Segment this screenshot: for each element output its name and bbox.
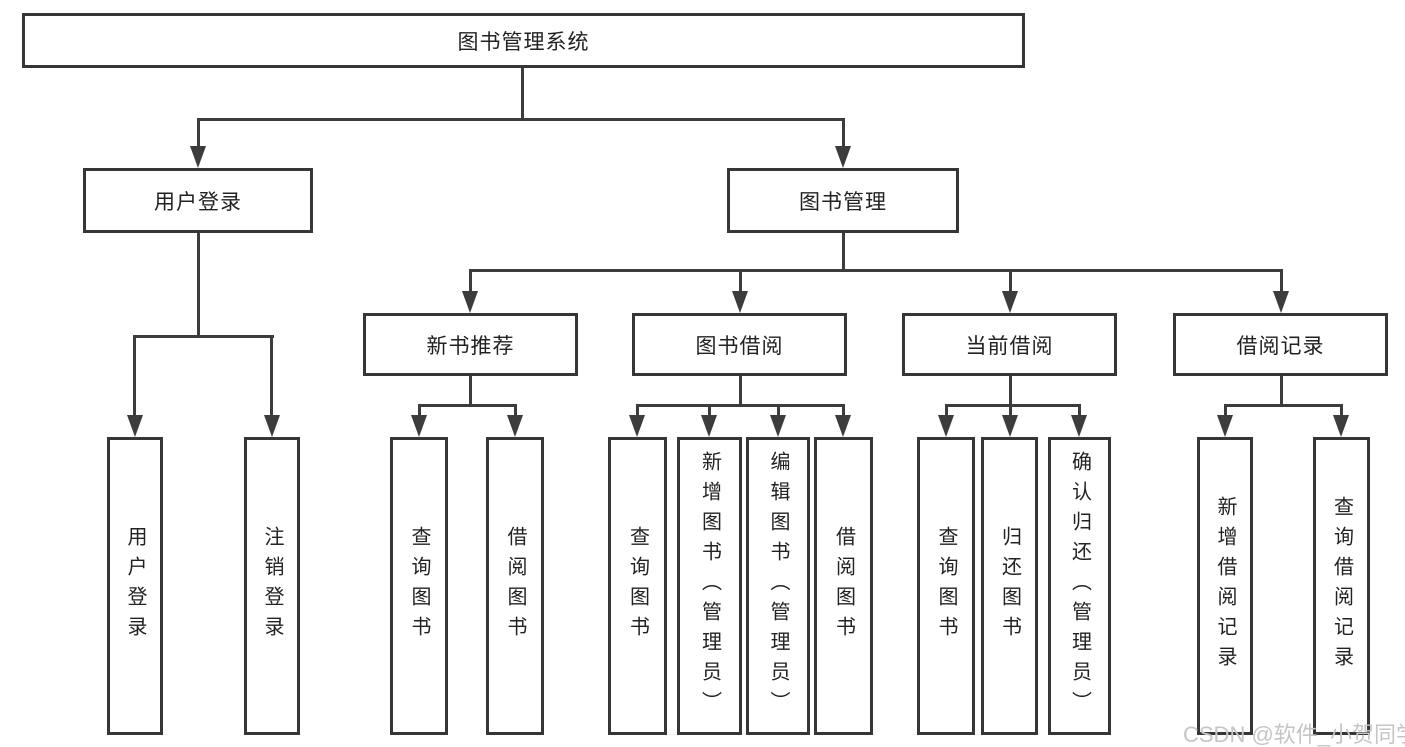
- leaf-user-login: 用户登录: [107, 437, 163, 735]
- connector-line: [708, 404, 711, 417]
- connector-line: [1340, 404, 1343, 417]
- leaf-logout-label: 注销登录: [261, 526, 283, 646]
- connector-line: [842, 118, 845, 148]
- arrowhead-down: [835, 146, 851, 168]
- leaf-edit-book-admin: 编辑图书（管理员）: [746, 437, 810, 735]
- arrowhead-down: [701, 415, 717, 437]
- arrowhead-down: [411, 415, 427, 437]
- leaf-user-login-label: 用户登录: [124, 526, 146, 646]
- branch-book-management: 图书管理: [727, 168, 959, 233]
- connector-line: [1280, 376, 1283, 406]
- leaf-query-book-borrow-label: 查询图书: [626, 526, 649, 646]
- leaf-query-book-recommend-label: 查询图书: [408, 526, 430, 646]
- connector-line: [1280, 269, 1283, 293]
- arrowhead-down: [190, 146, 206, 168]
- connector-line: [945, 404, 1081, 407]
- arrowhead-down: [770, 415, 786, 437]
- branch-book-management-label: 图书管理: [799, 190, 887, 214]
- connector-line: [777, 404, 780, 417]
- connector-line: [133, 335, 136, 416]
- connector-line: [521, 68, 524, 120]
- connector-line: [739, 376, 742, 406]
- connector-line: [418, 404, 421, 417]
- arrowhead-down: [1071, 415, 1087, 437]
- leaf-query-book-borrow: 查询图书: [608, 437, 667, 735]
- root-node: 图书管理系统: [22, 13, 1025, 68]
- arrowhead-down: [1333, 415, 1349, 437]
- connector-line: [514, 404, 517, 417]
- arrowhead-down: [1002, 415, 1018, 437]
- leaf-edit-book-admin-label: 编辑图书（管理员）: [767, 451, 789, 721]
- connector-line: [1009, 376, 1012, 406]
- arrowhead-down: [127, 415, 143, 437]
- leaf-confirm-return-admin-label: 确认归还（管理员）: [1068, 451, 1091, 721]
- connector-line: [636, 404, 639, 417]
- arrowhead-down: [1002, 291, 1018, 313]
- arrowhead-down: [629, 415, 645, 437]
- group-new-book-recommend: 新书推荐: [363, 313, 578, 376]
- arrowhead-down: [462, 291, 478, 313]
- group-current-borrow: 当前借阅: [902, 313, 1117, 376]
- arrowhead-down: [835, 415, 851, 437]
- group-new-book-recommend-label: 新书推荐: [426, 334, 515, 358]
- leaf-borrow-book: 借阅图书: [814, 437, 873, 735]
- connector-line: [133, 335, 274, 338]
- leaf-query-book-current: 查询图书: [917, 437, 975, 735]
- connector-line: [1224, 404, 1227, 417]
- connector-line: [1009, 269, 1012, 293]
- leaf-add-borrow-record: 新增借阅记录: [1197, 437, 1253, 735]
- group-borrow-records-label: 借阅记录: [1236, 334, 1325, 358]
- leaf-query-borrow-record-label: 查询借阅记录: [1330, 496, 1353, 676]
- arrowhead-down: [732, 291, 748, 313]
- leaf-add-book-admin: 新增图书（管理员）: [677, 437, 742, 735]
- connector-line: [270, 335, 273, 416]
- connector-line: [197, 118, 200, 148]
- leaf-query-book-recommend: 查询图书: [390, 437, 448, 735]
- connector-line: [636, 404, 845, 407]
- group-current-borrow-label: 当前借阅: [965, 334, 1054, 358]
- arrowhead-down: [507, 415, 523, 437]
- group-book-borrow: 图书借阅: [632, 313, 847, 376]
- leaf-add-book-admin-label: 新增图书（管理员）: [698, 451, 721, 721]
- leaf-add-borrow-record-label: 新增借阅记录: [1214, 496, 1236, 676]
- root-node-label: 图书管理系统: [457, 30, 590, 54]
- connector-line: [469, 269, 1283, 272]
- connector-line: [842, 404, 845, 417]
- connector-line: [197, 118, 845, 121]
- leaf-borrow-book-recommend-label: 借阅图书: [504, 526, 526, 646]
- leaf-return-book-label: 归还图书: [998, 526, 1021, 646]
- connector-line: [197, 233, 200, 337]
- arrowhead-down: [1217, 415, 1233, 437]
- watermark: CSDN @软件_小贺同学: [1183, 722, 1405, 747]
- leaf-logout: 注销登录: [244, 437, 300, 735]
- group-borrow-records: 借阅记录: [1173, 313, 1388, 376]
- leaf-query-book-current-label: 查询图书: [935, 526, 957, 646]
- branch-user-login: 用户登录: [83, 168, 313, 233]
- leaf-return-book: 归还图书: [981, 437, 1038, 735]
- arrowhead-down: [938, 415, 954, 437]
- connector-line: [1224, 404, 1343, 407]
- leaf-borrow-book-recommend: 借阅图书: [486, 437, 544, 735]
- branch-user-login-label: 用户登录: [154, 190, 242, 214]
- connector-line: [739, 269, 742, 293]
- group-book-borrow-label: 图书借阅: [695, 334, 784, 358]
- connector-line: [945, 404, 948, 417]
- connector-line: [1009, 404, 1012, 417]
- connector-line: [842, 233, 845, 271]
- connector-line: [469, 269, 472, 293]
- connector-line: [1078, 404, 1081, 417]
- leaf-borrow-book-label: 借阅图书: [832, 526, 855, 646]
- arrowhead-down: [264, 415, 280, 437]
- arrowhead-down: [1273, 291, 1289, 313]
- leaf-query-borrow-record: 查询借阅记录: [1313, 437, 1370, 735]
- connector-line: [418, 404, 517, 407]
- connector-line: [469, 376, 472, 406]
- leaf-confirm-return-admin: 确认归还（管理员）: [1048, 437, 1111, 735]
